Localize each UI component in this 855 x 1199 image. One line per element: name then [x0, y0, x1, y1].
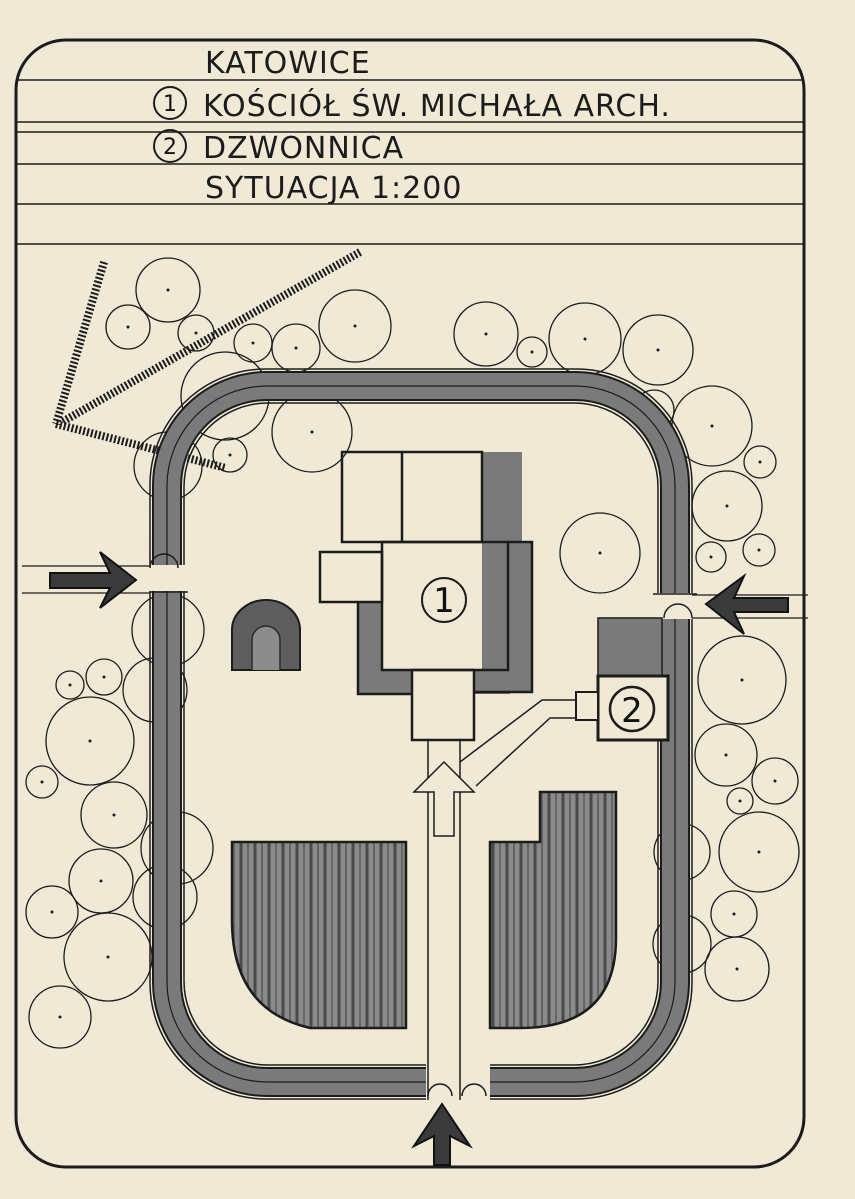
tree-icon	[726, 787, 754, 815]
drawing-frame	[14, 38, 806, 1169]
tree-icon	[559, 512, 641, 594]
tree-center-dot	[102, 675, 106, 679]
north-arrow-icon	[52, 248, 362, 472]
tree-center-dot	[294, 346, 298, 350]
tree-center-dot	[724, 753, 728, 757]
city-title: KATOWICE	[205, 46, 371, 81]
flower-bed-right	[488, 790, 618, 1030]
tree-center-dot	[725, 504, 729, 508]
east-entrance-arrow-icon	[704, 572, 789, 635]
south-entrance-arrow-icon	[411, 1102, 473, 1166]
tree-icon	[718, 811, 800, 893]
tree-center-dot	[758, 460, 762, 464]
tree-center-dot	[740, 678, 744, 682]
tree-icon	[105, 304, 151, 350]
tree-icon	[697, 635, 787, 725]
tree-center-dot	[484, 332, 488, 336]
tree-center-dot	[773, 779, 777, 783]
tree-center-dot	[735, 967, 739, 971]
tree-center-dot	[251, 341, 255, 345]
tree-center-dot	[166, 288, 170, 292]
tree-center-dot	[88, 739, 92, 743]
tree-center-dot	[656, 348, 660, 352]
tree-center-dot	[738, 799, 742, 803]
tree-center-dot	[757, 548, 761, 552]
tree-center-dot	[99, 879, 103, 883]
scale-label: SYTUACJA 1:200	[205, 171, 462, 206]
tree-center-dot	[126, 325, 130, 329]
tree-icon	[135, 257, 201, 323]
tree-center-dot	[757, 850, 761, 854]
flower-bed-left	[230, 840, 408, 1030]
item1-marker: 1	[163, 92, 177, 117]
tree-icon	[742, 533, 776, 567]
tree-center-dot	[228, 453, 232, 457]
tree-center-dot	[353, 324, 357, 328]
tree-center-dot	[710, 424, 714, 428]
tree-icon	[28, 985, 92, 1049]
belfry-path	[459, 699, 576, 787]
tree-icon	[25, 765, 59, 799]
item2-label: DZWONNICA	[203, 131, 404, 166]
tree-icon	[318, 289, 392, 363]
tree-icon	[695, 541, 727, 573]
tree-icon	[80, 781, 148, 849]
tree-center-dot	[112, 813, 116, 817]
tree-center-dot	[58, 1015, 62, 1019]
tree-icon	[453, 301, 519, 367]
shrine	[231, 599, 301, 671]
belfry-number: 2	[621, 691, 643, 731]
tree-center-dot	[530, 350, 534, 354]
tree-icon	[694, 723, 758, 787]
item2-circle	[153, 129, 187, 163]
ring-path	[152, 371, 690, 1097]
item1-label: KOŚCIÓŁ ŚW. MICHAŁA ARCH.	[203, 87, 671, 124]
tree-center-dot	[583, 337, 587, 341]
main-walkway	[427, 740, 461, 1100]
tree-center-dot	[709, 555, 713, 559]
west-gate-gap	[145, 565, 189, 591]
tree-icon	[704, 936, 770, 1002]
title-block-lines	[16, 79, 804, 245]
tree-icon	[55, 670, 85, 700]
church-number-circle	[421, 577, 467, 623]
belfry-building: 2	[575, 617, 670, 742]
west-entrance-arrow-icon	[49, 551, 138, 609]
tree-icon	[751, 757, 799, 805]
church-building: 1	[318, 450, 534, 742]
tree-icon	[516, 336, 548, 368]
tree-center-dot	[50, 910, 54, 914]
entrance-guide-lines	[22, 565, 808, 619]
gate-arcs	[149, 553, 697, 1097]
tree-center-dot	[106, 955, 110, 959]
walkway-arrow-icon	[412, 760, 476, 837]
tree-center-dot	[194, 331, 198, 335]
tree-icon	[622, 314, 694, 386]
tree-icon	[45, 696, 135, 786]
tree-center-dot	[68, 683, 72, 687]
tree-icon	[25, 885, 79, 939]
ring-path-outer-edge	[149, 368, 693, 1100]
tree-icon	[212, 437, 248, 473]
item2-marker: 2	[163, 135, 177, 160]
church-number: 1	[433, 581, 455, 621]
tree-center-dot	[732, 912, 736, 916]
tree-icon	[743, 445, 777, 479]
east-gate-gap	[653, 593, 697, 619]
south-gate-gap	[426, 1060, 490, 1104]
tree-center-dot	[40, 780, 44, 784]
tree-icon	[85, 658, 123, 696]
tree-center-dot	[598, 551, 602, 555]
tree-center-dot	[310, 430, 314, 434]
tree-icon	[177, 314, 215, 352]
item1-circle	[153, 86, 187, 120]
